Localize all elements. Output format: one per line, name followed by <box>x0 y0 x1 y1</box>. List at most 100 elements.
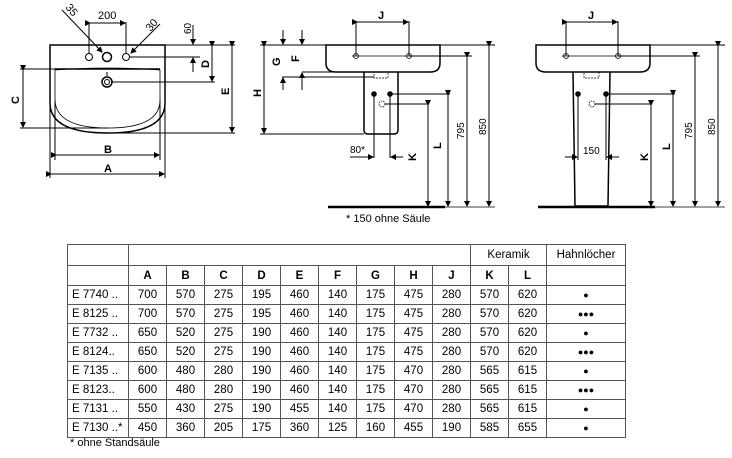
value-cell-j: 190 <box>432 418 471 438</box>
dim-60: 60 <box>183 22 194 34</box>
value-cell-b: 430 <box>166 399 205 419</box>
value-cell-c: 205 <box>204 418 243 438</box>
value-cell-f: 140 <box>318 361 357 381</box>
value-cell-k: 565 <box>470 361 509 381</box>
dim-200: 200 <box>98 10 116 22</box>
value-cell-k: 565 <box>470 380 509 400</box>
value-cell-j: 280 <box>432 361 471 381</box>
value-cell-d: 195 <box>242 285 281 305</box>
technical-drawing: 200 35 30 60 D E C B A J G F H 80* K L 7… <box>10 2 725 209</box>
value-cell-a: 550 <box>128 399 167 419</box>
label-F: F <box>290 55 302 62</box>
column-header-a: A <box>128 265 167 286</box>
group-header-hahnloecher: Hahnlöcher <box>546 244 626 266</box>
model-cell: E 8125 .. <box>67 304 129 324</box>
value-cell-l: 615 <box>508 361 547 381</box>
column-header-c: C <box>204 265 243 286</box>
value-cell-f: 140 <box>318 323 357 343</box>
value-cell-e: 460 <box>280 323 319 343</box>
dim-30: 30 <box>144 17 161 34</box>
value-cell-k: 570 <box>470 285 509 305</box>
tap-hole-left <box>85 53 93 61</box>
value-cell-g: 175 <box>356 361 395 381</box>
value-cell-e: 360 <box>280 418 319 438</box>
model-cell: E 7130 ..* <box>67 418 129 438</box>
model-cell: E 8124.. <box>67 342 129 362</box>
value-cell-f: 125 <box>318 418 357 438</box>
value-cell-f: 140 <box>318 304 357 324</box>
table-footnote: * ohne Standsäule <box>70 437 160 449</box>
tap-hole-right <box>122 53 130 61</box>
column-header-e: E <box>280 265 319 286</box>
value-cell-g: 175 <box>356 399 395 419</box>
corner-cell <box>67 244 129 266</box>
holes-header-blank <box>546 265 626 286</box>
value-cell-c: 275 <box>204 285 243 305</box>
value-cell-g: 160 <box>356 418 395 438</box>
value-cell-c: 280 <box>204 361 243 381</box>
label-G: G <box>271 57 283 66</box>
tap-holes-indicator: ●●● <box>546 342 626 362</box>
value-cell-a: 600 <box>128 361 167 381</box>
value-cell-k: 570 <box>470 304 509 324</box>
label-L-half: L <box>432 142 444 149</box>
column-header-l: L <box>508 265 547 286</box>
value-cell-f: 140 <box>318 285 357 305</box>
dim-850-full: 850 <box>707 118 718 135</box>
value-cell-d: 190 <box>242 380 281 400</box>
column-header-g: G <box>356 265 395 286</box>
tap-holes-indicator: ●●● <box>546 380 626 400</box>
value-cell-f: 140 <box>318 380 357 400</box>
dim-795-half: 795 <box>456 122 467 139</box>
value-cell-h: 475 <box>394 285 433 305</box>
value-cell-h: 470 <box>394 399 433 419</box>
value-cell-e: 460 <box>280 304 319 324</box>
tap-holes-indicator: ● <box>546 399 626 419</box>
value-cell-e: 460 <box>280 361 319 381</box>
value-cell-h: 475 <box>394 323 433 343</box>
value-cell-b: 480 <box>166 361 205 381</box>
value-cell-c: 275 <box>204 304 243 324</box>
value-cell-a: 600 <box>128 380 167 400</box>
value-cell-l: 620 <box>508 285 547 305</box>
value-cell-h: 475 <box>394 342 433 362</box>
value-cell-d: 175 <box>242 418 281 438</box>
tap-hole-center <box>101 51 113 63</box>
value-cell-l: 620 <box>508 304 547 324</box>
value-cell-g: 175 <box>356 342 395 362</box>
value-cell-j: 280 <box>432 399 471 419</box>
label-K-half: K <box>407 153 419 161</box>
value-cell-c: 280 <box>204 380 243 400</box>
value-cell-f: 140 <box>318 399 357 419</box>
value-cell-f: 140 <box>318 342 357 362</box>
basin-side-full <box>535 44 651 73</box>
column-header-d: D <box>242 265 281 286</box>
value-cell-b: 360 <box>166 418 205 438</box>
value-cell-d: 190 <box>242 342 281 362</box>
value-cell-j: 280 <box>432 323 471 343</box>
value-cell-g: 175 <box>356 323 395 343</box>
value-cell-k: 570 <box>470 342 509 362</box>
column-header-f: F <box>318 265 357 286</box>
pedestal-footnote: * 150 ohne Säule <box>346 213 431 225</box>
label-J-half: J <box>378 10 384 22</box>
value-cell-d: 190 <box>242 399 281 419</box>
column-header-h: H <box>394 265 433 286</box>
dim-80: 80* <box>350 145 365 156</box>
label-H: H <box>252 89 264 97</box>
value-cell-h: 470 <box>394 380 433 400</box>
group-header-keramik: Keramik <box>470 244 547 266</box>
label-J-full: J <box>588 10 594 22</box>
value-cell-l: 615 <box>508 399 547 419</box>
front-view <box>20 9 235 178</box>
value-cell-e: 460 <box>280 285 319 305</box>
value-cell-c: 275 <box>204 399 243 419</box>
tap-holes-indicator: ● <box>546 285 626 305</box>
dim-795-full: 795 <box>684 122 695 139</box>
value-cell-a: 700 <box>128 285 167 305</box>
